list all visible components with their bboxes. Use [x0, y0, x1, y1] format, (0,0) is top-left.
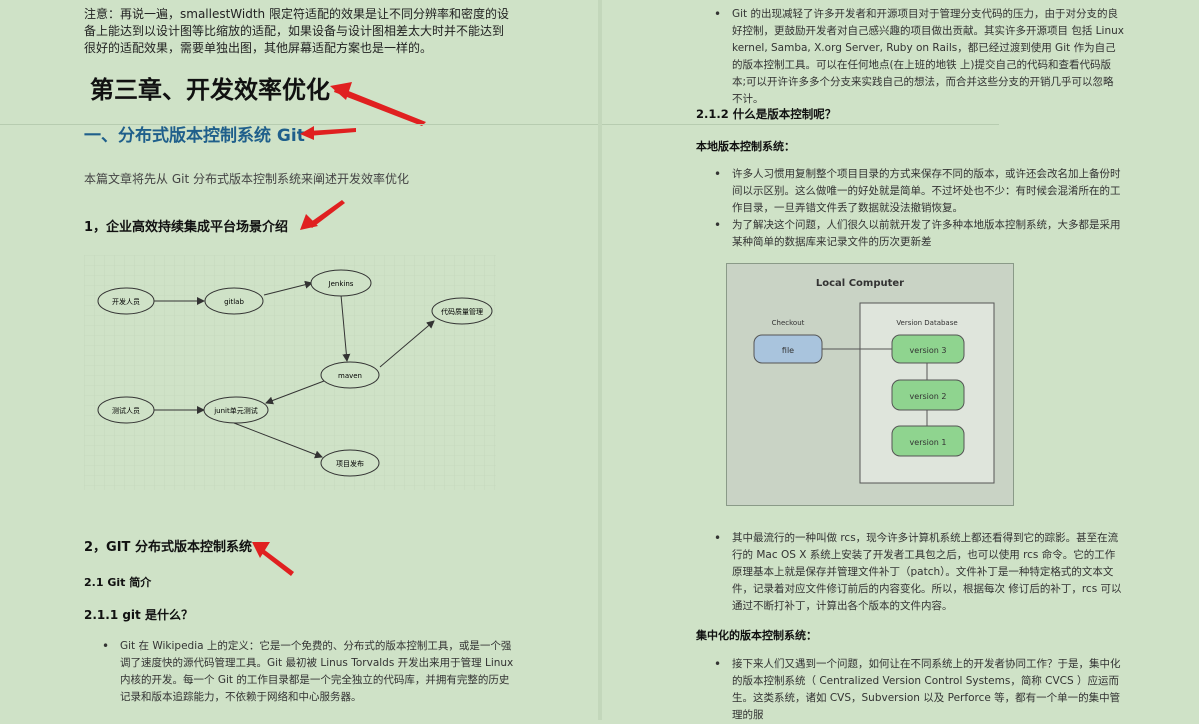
svg-text:项目发布: 项目发布	[336, 459, 364, 468]
svg-text:Checkout: Checkout	[772, 319, 805, 327]
svg-text:代码质量管理: 代码质量管理	[441, 307, 483, 316]
version-1-box: version 1	[891, 425, 965, 457]
page-gutter	[598, 0, 602, 720]
divider	[0, 124, 598, 125]
left-page: 注意：再说一遍，smallestWidth 限定符适配的效果是让不同分辨率和密度…	[0, 0, 598, 720]
annotation-arrow-3	[300, 200, 345, 230]
heading-central-vcs: 集中化的版本控制系统：	[696, 629, 817, 642]
heading-2: 2，GIT 分布式版本控制系统	[84, 540, 252, 555]
divider-right	[602, 124, 999, 125]
svg-text:Version Database: Version Database	[896, 319, 957, 327]
version-2-box: version 2	[891, 379, 965, 411]
node-dev: 开发人员	[97, 287, 155, 315]
heading-vc: 2.1.2 什么是版本控制呢？	[696, 107, 837, 121]
node-jenkins: Jenkins	[310, 269, 372, 297]
list-item: 接下来人们又遇到一个问题，如何让在不同系统上的开发者协同工作？于是，集中化的版本…	[714, 656, 1124, 724]
chapter-title: 第三章、开发效率优化	[90, 76, 330, 104]
right-page: Git 的出现减轻了许多开发者和开源项目对于管理分支代码的压力，由于对分支的良好…	[602, 0, 1199, 721]
svg-text:version 3: version 3	[910, 346, 947, 355]
list-item: 为了解决这个问题，人们很久以前就开发了许多种本地版本控制系统，大多都是采用某种简…	[714, 217, 1124, 251]
node-release: 项目发布	[320, 449, 380, 477]
file-box: file	[753, 334, 823, 364]
heading-1: 1，企业高效持续集成平台场景介绍	[84, 220, 289, 235]
node-junit: junit单元测试	[203, 396, 269, 424]
heading-3: 2.1 Git 简介	[84, 576, 152, 589]
annotation-arrow-1	[330, 82, 426, 126]
svg-text:gitlab: gitlab	[224, 298, 244, 306]
svg-text:file: file	[782, 346, 794, 355]
intro-text: 本篇文章将先从 Git 分布式版本控制系统来阐述开发效率优化	[84, 172, 409, 186]
svg-text:junit单元测试: junit单元测试	[213, 406, 258, 415]
node-maven: maven	[320, 361, 380, 389]
node-gitlab: gitlab	[204, 287, 264, 315]
node-tester: 测试人员	[97, 396, 155, 424]
annotation-arrow-4	[252, 542, 294, 576]
svg-text:开发人员: 开发人员	[112, 297, 140, 306]
local-vcs-list: 许多人习惯用复制整个项目目录的方式来保存不同的版本，或许还会改名加上备份时间以示…	[714, 166, 1124, 251]
svg-text:version 1: version 1	[910, 438, 947, 447]
git-definition-list: Git 在 Wikipedia 上的定义：它是一个免费的、分布式的版本控制工具，…	[102, 638, 514, 706]
version-3-box: version 3	[891, 334, 965, 364]
list-item: Git 在 Wikipedia 上的定义：它是一个免费的、分布式的版本控制工具，…	[102, 638, 514, 706]
svg-text:Local Computer: Local Computer	[816, 278, 904, 289]
svg-text:version 2: version 2	[910, 392, 947, 401]
rcs-list: 其中最流行的一种叫做 rcs，现今许多计算机系统上都还看得到它的踪影。甚至在流行…	[714, 530, 1124, 615]
git-benefit-list: Git 的出现减轻了许多开发者和开源项目对于管理分支代码的压力，由于对分支的良好…	[714, 6, 1124, 108]
section-title: 一、分布式版本控制系统 Git	[84, 126, 305, 146]
ci-flow-diagram: 开发人员 gitlab Jenkins 代码质量管理 maven 测试人员 ju…	[84, 255, 496, 490]
svg-text:Jenkins: Jenkins	[328, 280, 354, 288]
node-quality: 代码质量管理	[431, 297, 493, 325]
heading-4: 2.1.1 git 是什么？	[84, 608, 193, 622]
heading-local-vcs: 本地版本控制系统：	[696, 140, 795, 153]
central-vcs-list: 接下来人们又遇到一个问题，如何让在不同系统上的开发者协同工作？于是，集中化的版本…	[714, 656, 1124, 724]
local-vcs-diagram: Local Computer Checkout Version Database…	[726, 263, 1014, 506]
svg-text:maven: maven	[338, 372, 362, 380]
svg-text:测试人员: 测试人员	[112, 406, 140, 415]
note-paragraph: 注意：再说一遍，smallestWidth 限定符适配的效果是让不同分辨率和密度…	[84, 7, 509, 55]
list-item: 许多人习惯用复制整个项目目录的方式来保存不同的版本，或许还会改名加上备份时间以示…	[714, 166, 1124, 217]
annotation-arrow-2	[300, 126, 356, 140]
list-item: 其中最流行的一种叫做 rcs，现今许多计算机系统上都还看得到它的踪影。甚至在流行…	[714, 530, 1124, 615]
list-item: Git 的出现减轻了许多开发者和开源项目对于管理分支代码的压力，由于对分支的良好…	[714, 6, 1124, 108]
